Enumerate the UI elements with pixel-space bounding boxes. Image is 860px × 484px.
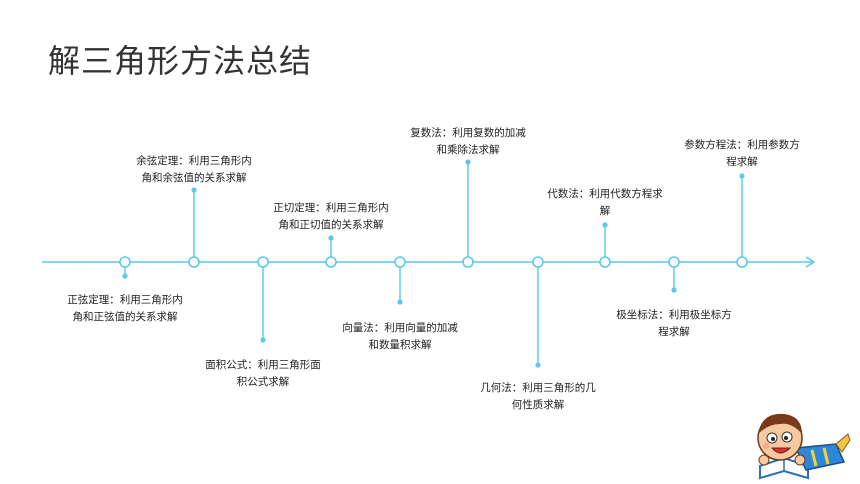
method-label-text: 向量法：利用向量的加减 和数量积求解: [342, 322, 458, 351]
timeline-node: [736, 256, 748, 268]
method-label: 余弦定理：利用三角形内 角和余弦值的关系求解: [119, 153, 269, 187]
timeline-node: [599, 256, 611, 268]
connector-end-dot: [328, 235, 334, 241]
connector-end-dot: [671, 287, 677, 293]
method-label: 参数方程法：利用参数方 程求解: [667, 137, 817, 171]
connector-end-dot: [260, 337, 266, 343]
reading-boy-mascot-icon: [757, 413, 851, 480]
method-label-text: 面积公式：利用三角形面 积公式求解: [205, 359, 321, 388]
timeline-node: [462, 256, 474, 268]
timeline-node: [532, 256, 544, 268]
method-label-text: 极坐标法：利用极坐标方 程求解: [616, 309, 732, 338]
page-title: 解三角形方法总结: [48, 42, 313, 80]
method-label: 面积公式：利用三角形面 积公式求解: [188, 357, 338, 391]
timeline-node: [325, 256, 337, 268]
connector-end-dot: [739, 173, 745, 179]
method-label-text: 余弦定理：利用三角形内 角和余弦值的关系求解: [136, 155, 252, 184]
timeline-node: [668, 256, 680, 268]
method-label: 代数法：利用代数方程求 解: [530, 186, 680, 220]
connector-end-dot: [535, 362, 541, 368]
method-label-text: 参数方程法：利用参数方 程求解: [684, 139, 800, 168]
connector-end-dot: [191, 187, 197, 193]
timeline-node: [119, 256, 131, 268]
connector-end-dot: [397, 299, 403, 305]
connector-end-dot: [465, 159, 471, 165]
method-label-text: 复数法：利用复数的加减 和乘除法求解: [410, 127, 526, 156]
timeline-node: [257, 256, 269, 268]
method-label: 几何法：利用三角形的几 何性质求解: [463, 380, 613, 414]
method-label-text: 代数法：利用代数方程求 解: [547, 188, 663, 217]
method-label: 正弦定理：利用三角形内 角和正弦值的关系求解: [50, 292, 200, 326]
connector-end-dot: [602, 222, 608, 228]
method-label-text: 正切定理：利用三角形内 角和正切值的关系求解: [273, 202, 389, 231]
method-label-text: 正弦定理：利用三角形内 角和正弦值的关系求解: [67, 294, 183, 323]
timeline-arrow-icon: [805, 256, 816, 268]
method-label: 复数法：利用复数的加减 和乘除法求解: [393, 125, 543, 159]
timeline-node: [188, 256, 200, 268]
connector-end-dot: [122, 273, 128, 279]
method-label: 正切定理：利用三角形内 角和正切值的关系求解: [256, 200, 406, 234]
method-label-text: 几何法：利用三角形的几 何性质求解: [480, 382, 596, 411]
method-label: 极坐标法：利用极坐标方 程求解: [599, 307, 749, 341]
timeline-node: [394, 256, 406, 268]
method-label: 向量法：利用向量的加减 和数量积求解: [325, 320, 475, 354]
